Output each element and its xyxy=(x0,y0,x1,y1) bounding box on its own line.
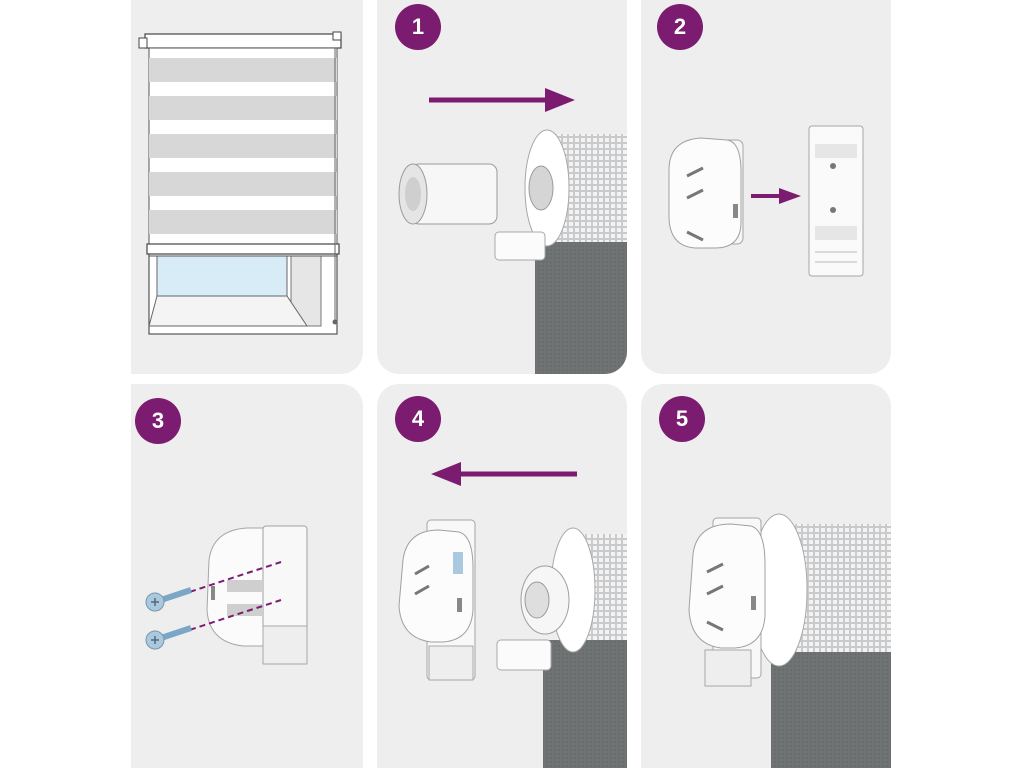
step-3-illustration xyxy=(145,525,308,665)
step-5-panel: 5 xyxy=(641,384,891,768)
wall-bracket xyxy=(808,125,864,277)
arrow-right-icon xyxy=(429,88,575,112)
step-number-badge: 4 xyxy=(395,396,441,442)
step-5-illustration xyxy=(688,513,891,768)
step-2-illustration xyxy=(668,125,864,277)
blind-window-illustration xyxy=(138,31,342,335)
step-4-illustration xyxy=(398,462,627,768)
step-1-panel: 1 xyxy=(377,0,627,374)
screws-icon xyxy=(145,561,282,650)
step-number-badge: 2 xyxy=(657,4,703,50)
step-number-badge: 1 xyxy=(395,4,441,50)
step-3-panel: 3 xyxy=(131,384,363,768)
step-4-panel: 4 xyxy=(377,384,627,768)
arrow-left-icon xyxy=(431,462,577,486)
arrow-right-icon xyxy=(751,188,801,204)
end-plug xyxy=(398,163,498,225)
assembled-bracket-icon xyxy=(688,513,891,768)
overview-panel xyxy=(131,0,363,374)
step-number-badge: 5 xyxy=(659,396,705,442)
step-2-panel: 2 xyxy=(641,0,891,374)
step-number-badge: 3 xyxy=(135,398,181,444)
step-1-illustration xyxy=(398,88,627,374)
end-cap xyxy=(668,137,744,249)
